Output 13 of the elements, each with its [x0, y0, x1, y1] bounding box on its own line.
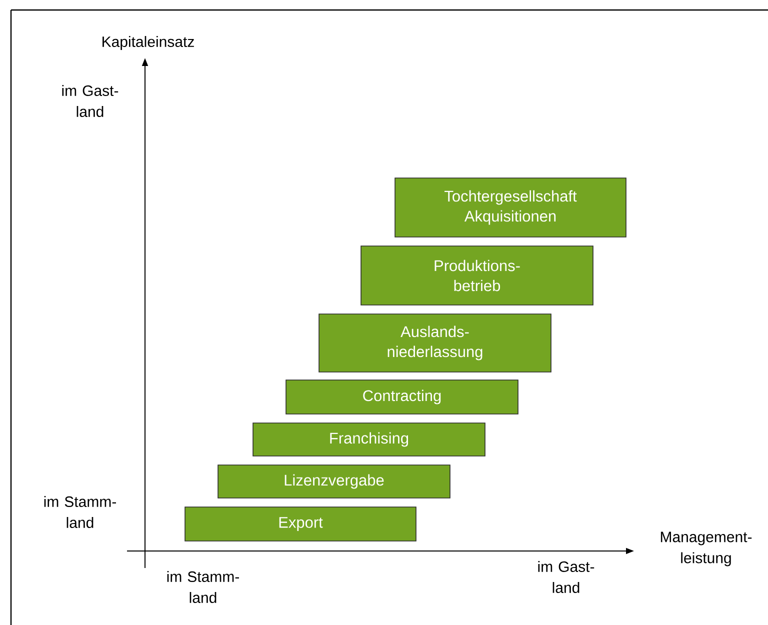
strategy-box: Franchising	[252, 422, 486, 456]
strategy-box: Tochtergesellschaft Akquisitionen	[394, 178, 626, 238]
strategy-box: Lizenzvergabe	[218, 464, 450, 498]
axis-label: Kapitaleinsatz	[102, 36, 194, 50]
axis-label: im Gast- land	[538, 561, 594, 593]
axis-label: Management- leistung	[660, 532, 752, 566]
strategy-box: Auslands- niederlassung	[318, 314, 552, 372]
axis-label: im Stamm- land	[44, 496, 116, 528]
strategy-box: Produktions- betrieb	[360, 246, 594, 306]
strategy-box: Contracting	[286, 380, 518, 414]
axis-label: im Stamm- land	[167, 571, 239, 603]
strategy-box: Export	[184, 506, 416, 542]
axis-label: im Gast- land	[62, 85, 118, 117]
